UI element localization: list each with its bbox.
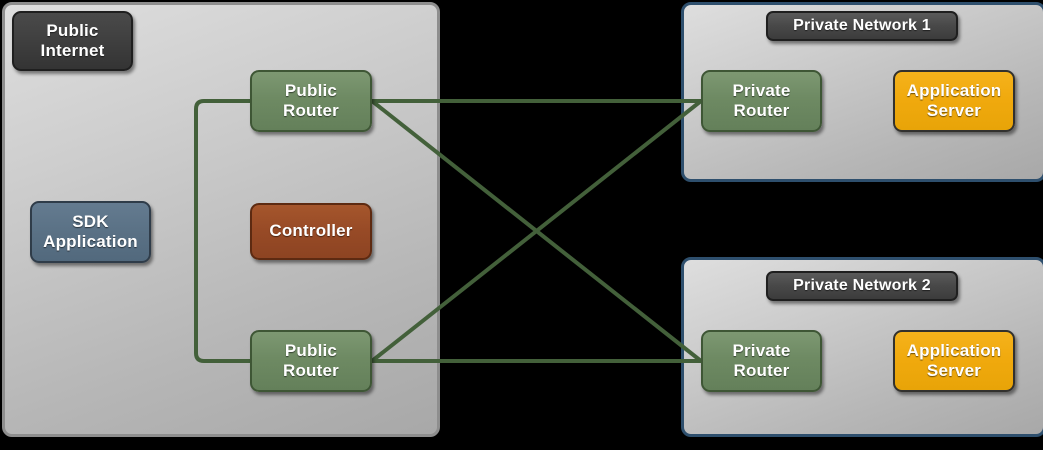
node-public-router-bottom[interactable]: Public Router: [250, 330, 372, 392]
label-private-network-2: Private Network 2: [766, 271, 958, 301]
node-application-server-2-line1: Application: [906, 340, 1002, 360]
node-controller-label: Controller: [269, 221, 353, 241]
label-private-network-2-text: Private Network 2: [793, 276, 931, 294]
node-public-router-top-line1: Public: [284, 80, 338, 100]
node-public-router-bottom-line2: Router: [283, 361, 339, 380]
label-public-internet: Public Internet: [12, 11, 133, 71]
node-public-router-top[interactable]: Public Router: [250, 70, 372, 132]
node-sdk-application-line2: Application: [43, 232, 138, 251]
label-private-network-1: Private Network 1: [766, 11, 958, 41]
node-private-router-2-line1: Private: [732, 340, 791, 360]
node-sdk-application[interactable]: SDK Application: [30, 201, 151, 263]
node-public-router-top-line2: Router: [283, 101, 339, 120]
node-private-router-1-line1: Private: [732, 80, 791, 100]
node-application-server-2-line2: Server: [926, 361, 982, 380]
node-public-router-bottom-line1: Public: [284, 340, 338, 360]
label-public-internet-line2: Internet: [40, 41, 105, 60]
label-public-internet-line1: Public: [46, 20, 99, 40]
node-application-server-1-line1: Application: [906, 80, 1002, 100]
node-private-router-1-line2: Router: [733, 101, 790, 120]
node-private-router-2-line2: Router: [733, 361, 790, 380]
node-private-router-2[interactable]: Private Router: [701, 330, 822, 392]
node-sdk-application-line1: SDK: [72, 211, 109, 231]
node-application-server-2[interactable]: Application Server: [893, 330, 1015, 392]
node-application-server-1[interactable]: Application Server: [893, 70, 1015, 132]
node-private-router-1[interactable]: Private Router: [701, 70, 822, 132]
node-application-server-1-line2: Server: [926, 101, 982, 120]
label-private-network-1-text: Private Network 1: [793, 16, 931, 34]
node-controller[interactable]: Controller: [250, 203, 372, 260]
